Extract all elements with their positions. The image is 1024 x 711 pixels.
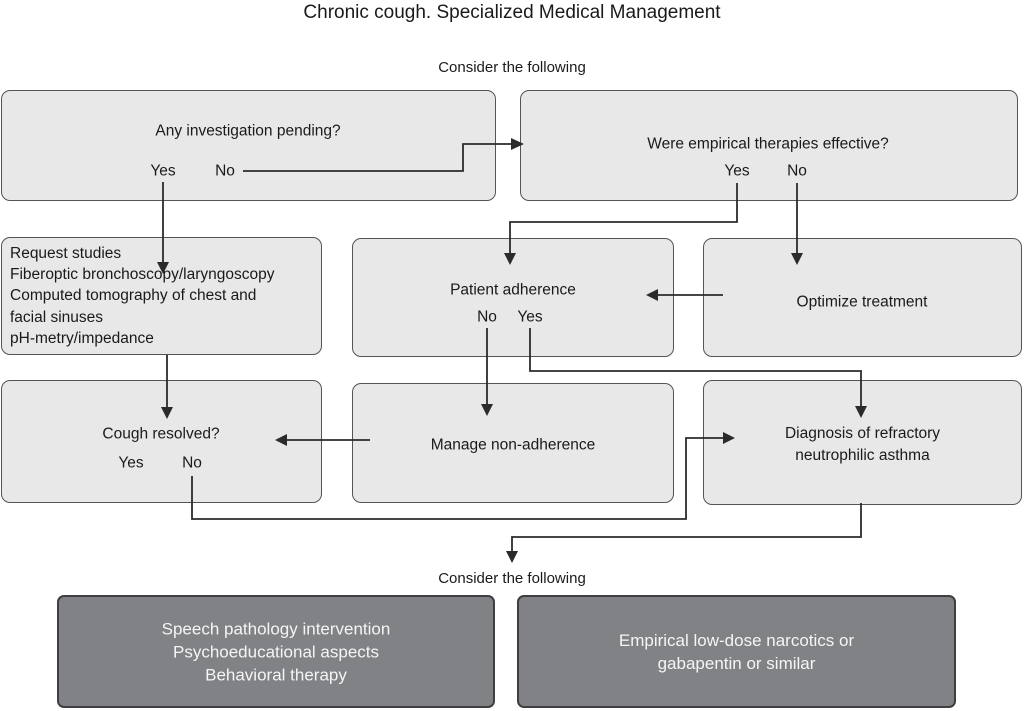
- consider-following-bottom: Consider the following: [438, 570, 586, 587]
- option-yes-adherence: Yes: [517, 308, 543, 326]
- node-any-investigation-pending: [1, 90, 496, 201]
- question-cough-resolved: Cough resolved?: [102, 425, 220, 443]
- node-narcotics-gabapentin: [517, 595, 956, 708]
- node-empirical-therapies-effective: [520, 90, 1018, 201]
- option-yes-investigation: Yes: [150, 162, 176, 180]
- option-yes-cough-resolved: Yes: [118, 454, 144, 472]
- option-yes-empirical: Yes: [724, 162, 750, 180]
- option-no-investigation: No: [215, 162, 235, 180]
- question-patient-adherence: Patient adherence: [450, 281, 576, 299]
- consider-following-top: Consider the following: [438, 59, 586, 76]
- text-request-studies: Request studies Fiberoptic bronchoscopy/…: [10, 245, 275, 347]
- option-no-adherence: No: [477, 308, 497, 326]
- question-empirical-effective: Were empirical therapies effective?: [647, 135, 889, 153]
- text-speech-pathology: Speech pathology intervention Psychoeduc…: [161, 619, 391, 685]
- question-any-investigation: Any investigation pending?: [155, 122, 341, 140]
- text-narcotics-gabapentin: Empirical low-dose narcotics or gabapent…: [618, 631, 855, 673]
- text-optimize-treatment: Optimize treatment: [796, 293, 928, 311]
- option-no-cough-resolved: No: [182, 454, 202, 472]
- option-no-empirical: No: [787, 162, 807, 180]
- node-speech-pathology: [57, 595, 495, 708]
- text-refractory-asthma: Diagnosis of refractory neutrophilic ast…: [784, 425, 941, 464]
- text-manage-non-adherence: Manage non-adherence: [430, 436, 596, 454]
- arrowhead-down-to-consider-bottom: [506, 551, 518, 563]
- page-title: Chronic cough. Specialized Medical Manag…: [303, 2, 721, 23]
- node-request-studies: [1, 237, 322, 355]
